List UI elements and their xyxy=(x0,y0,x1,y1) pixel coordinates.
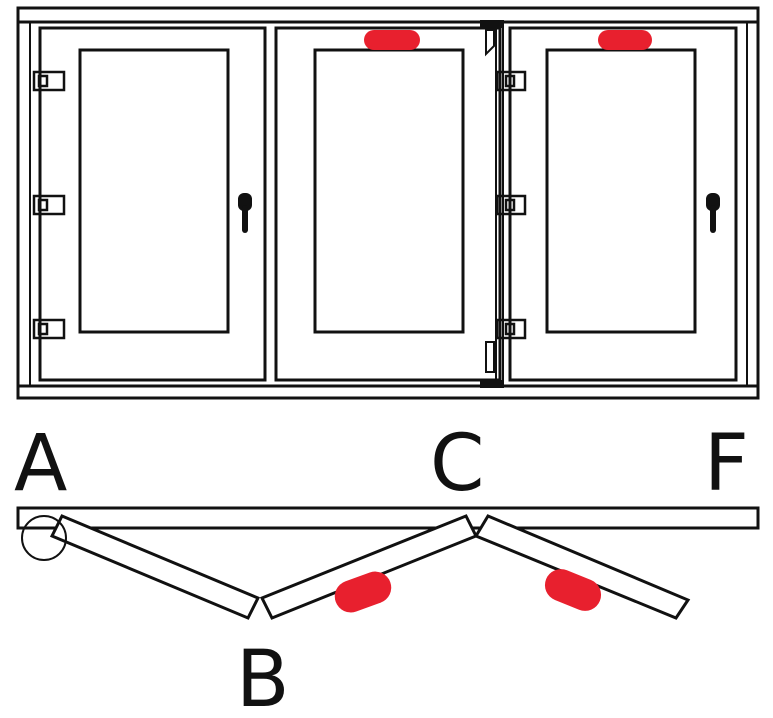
door-handle-panel-1 xyxy=(238,193,252,233)
hinge-icon xyxy=(32,194,66,216)
panel-3-sash xyxy=(508,26,738,382)
plan-track xyxy=(16,506,760,530)
handle-icon xyxy=(238,193,252,211)
label-a: A xyxy=(14,419,67,509)
folded-panel-3 xyxy=(473,514,691,620)
door-panel-1 xyxy=(38,26,267,382)
door-handle-panel-3 xyxy=(706,193,720,233)
pivot-circle xyxy=(21,515,67,561)
handle-icon xyxy=(706,193,720,211)
door-plan-view xyxy=(16,506,760,620)
door-panel-3 xyxy=(508,26,738,382)
panel-1-sash xyxy=(38,26,267,382)
panel-1-glass xyxy=(78,48,230,334)
label-c: C xyxy=(430,419,484,509)
door-elevation-view xyxy=(16,6,760,400)
folded-panel-1 xyxy=(49,514,261,620)
red-marker xyxy=(598,30,652,50)
hinge-icon xyxy=(32,318,66,340)
hinge-set-left xyxy=(32,70,66,340)
red-marker xyxy=(334,571,392,613)
red-marker xyxy=(544,569,602,611)
hinge-icon xyxy=(495,70,527,92)
door-panel-2 xyxy=(274,26,502,382)
panel-3-glass xyxy=(545,48,697,334)
panel-2-sash xyxy=(274,26,502,382)
hinge-icon xyxy=(495,318,527,340)
red-markers-top xyxy=(364,30,652,50)
hinge-icon xyxy=(495,194,527,216)
hinge-set-middle xyxy=(495,70,527,340)
label-b: B xyxy=(236,635,290,718)
label-f: F xyxy=(704,419,749,509)
outer-frame xyxy=(16,6,760,400)
red-markers-bottom xyxy=(334,569,602,613)
panel-2-glass xyxy=(313,48,465,334)
hinge-icon xyxy=(32,70,66,92)
red-marker xyxy=(364,30,420,50)
